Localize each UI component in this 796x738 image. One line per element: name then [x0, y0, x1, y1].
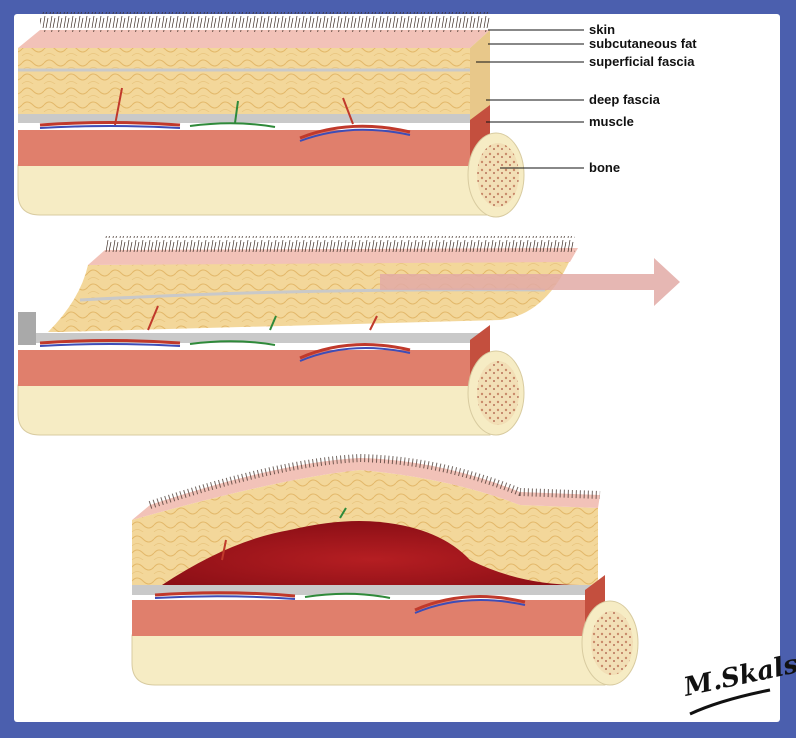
deep-fascia-layer [18, 113, 490, 123]
artist-signature: M.Skalski [680, 644, 796, 716]
hair [40, 12, 490, 32]
fat-layer [48, 260, 570, 332]
fat-layer [18, 48, 488, 114]
svg-text:M.Skalski: M.Skalski [680, 644, 796, 703]
bone-shaft [17, 384, 491, 436]
label-subcutaneous-fat: subcutaneous fat [589, 36, 697, 51]
hematoma [162, 521, 580, 585]
shear-arrow [380, 258, 680, 306]
skin-layer [18, 30, 490, 48]
leader-lines [476, 29, 584, 169]
label-superficial-fascia: superficial fascia [589, 54, 695, 69]
deep-fascia-layer [18, 333, 490, 343]
skin-layer [132, 458, 600, 520]
panel-normal [17, 12, 525, 218]
muscle-layer [18, 130, 490, 166]
muscle-layer [132, 600, 605, 636]
label-muscle: muscle [589, 114, 634, 129]
label-bone: bone [589, 160, 620, 175]
panel-hematoma [131, 453, 639, 686]
muscle-layer [18, 350, 490, 386]
label-deep-fascia: deep fascia [589, 92, 661, 107]
bone-shaft [17, 164, 491, 216]
panel-shearing [17, 236, 680, 436]
label-skin: skin [589, 22, 615, 37]
skin-layer [88, 248, 578, 265]
bone-shaft [131, 634, 606, 686]
hair [105, 236, 575, 252]
